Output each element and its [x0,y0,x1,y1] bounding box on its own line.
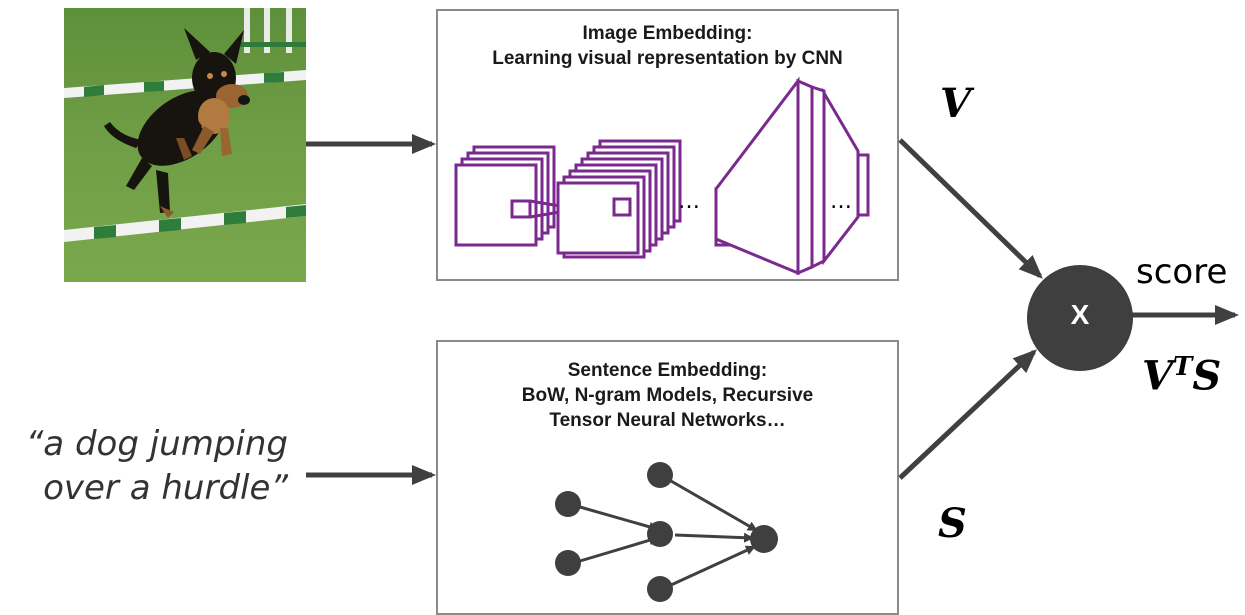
cnn-diagram [454,76,870,276]
image-embedding-title-line2: Learning visual representation by CNN [492,48,843,69]
score-label: score [1136,252,1228,292]
cnn-ellipsis-2: … [830,189,852,214]
image-embedding-title: Image Embedding: Learning visual represe… [438,21,897,71]
v-label: V [940,80,972,127]
product-base: V [1142,352,1174,400]
nn-node [647,462,673,488]
cnn-layer-2 [556,139,682,259]
caption-line1: “a dog jumping [25,424,288,464]
caption-line2: over a hurdle” [43,468,288,508]
product-superscript: T [1173,352,1193,382]
sentence-embedding-title-line2: BoW, N-gram Models, Recursive [521,385,814,406]
nn-node [647,521,673,547]
product-label: VTS [1142,352,1221,399]
sentence-embedding-title-line3: Tensor Neural Networks… [549,410,786,431]
image-embedding-box: Image Embedding: Learning visual represe… [436,9,899,281]
s-label: S [938,500,967,547]
cnn-layer-1 [454,145,556,247]
multiply-label: X [1070,299,1090,330]
sentence-embedding-box: Sentence Embedding: BoW, N-gram Models, … [436,340,899,615]
product-tail: S [1192,352,1222,400]
image-embedding-to-product-arrow [898,138,1043,279]
nn-node [647,576,673,602]
dog-photo [64,8,306,282]
image-embedding-title-line1: Image Embedding: [582,23,753,44]
multiply-node [1027,265,1133,371]
cnn-layer-3 [714,76,870,276]
sentence-embedding-title-line1: Sentence Embedding: [567,360,768,381]
sentence-embedding-to-product-arrow [898,349,1037,480]
caption-text: “a dog jumping over a hurdle” [10,422,288,510]
nn-node [555,491,581,517]
nn-node [555,550,581,576]
sentence-embedding-title: Sentence Embedding: BoW, N-gram Models, … [438,358,897,433]
nn-node [750,525,778,553]
neural-network-diagram [555,462,778,602]
cnn-ellipsis-1: … [678,189,700,214]
